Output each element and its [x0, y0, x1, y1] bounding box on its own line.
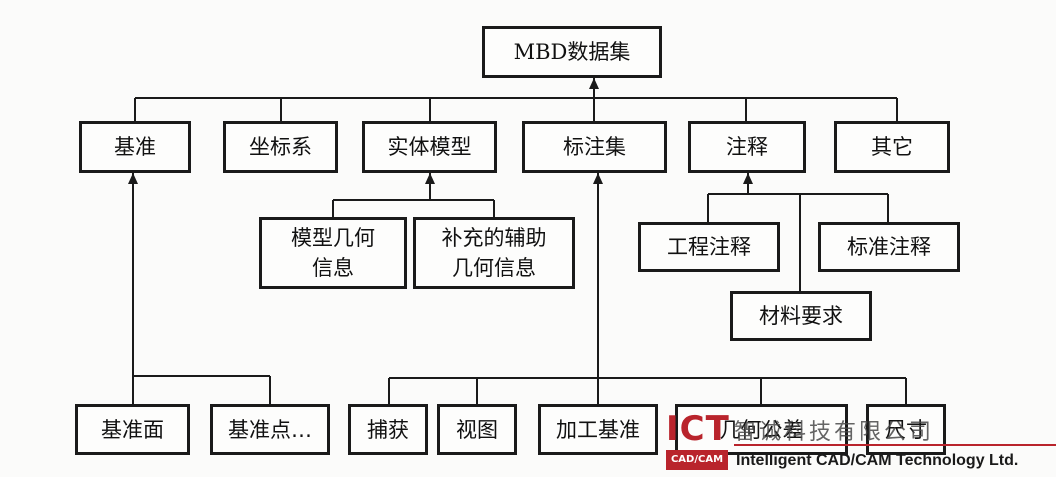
- arrow-to-datum: [128, 173, 138, 184]
- arrow-to-solid-model: [425, 173, 435, 184]
- node-supplementary-geometry-info: 补充的辅助 几何信息: [413, 217, 575, 289]
- node-datum-point: 基准点…: [210, 404, 330, 455]
- node-view: 视图: [437, 404, 517, 455]
- watermark: ICT CAD/CAM 智诚科技有限公司 Intelligent CAD/CAM…: [662, 408, 1056, 477]
- arrow-to-annotation-set: [593, 173, 603, 184]
- node-capture: 捕获: [348, 404, 428, 455]
- watermark-company-en: Intelligent CAD/CAM Technology Ltd.: [736, 452, 1019, 469]
- node-engineering-notes: 工程注释: [638, 222, 780, 272]
- node-annotation-set: 标注集: [522, 121, 667, 173]
- watermark-company-cn: 智诚科技有限公司: [734, 420, 935, 445]
- node-standard-notes: 标准注释: [818, 222, 960, 272]
- node-material-requirements: 材料要求: [730, 291, 872, 341]
- node-geometric-tolerance: 几何公差: [675, 404, 848, 455]
- node-dimension: 尺寸: [866, 404, 946, 455]
- node-model-geometry-info: 模型几何 信息: [259, 217, 407, 289]
- node-mbd: MBD数据集: [482, 26, 662, 78]
- arrow-to-notes: [743, 173, 753, 184]
- watermark-rule: [734, 444, 1056, 446]
- node-coordinate-system: 坐标系: [223, 121, 338, 173]
- node-datum-plane: 基准面: [75, 404, 190, 455]
- node-machining-datum: 加工基准: [538, 404, 658, 455]
- arrow-to-root: [589, 78, 599, 89]
- node-solid-model: 实体模型: [362, 121, 497, 173]
- node-other: 其它: [834, 121, 950, 173]
- watermark-logo: ICT: [666, 409, 730, 449]
- node-datum: 基准: [79, 121, 191, 173]
- node-notes: 注释: [688, 121, 806, 173]
- watermark-logo-sub: CAD/CAM: [666, 450, 728, 470]
